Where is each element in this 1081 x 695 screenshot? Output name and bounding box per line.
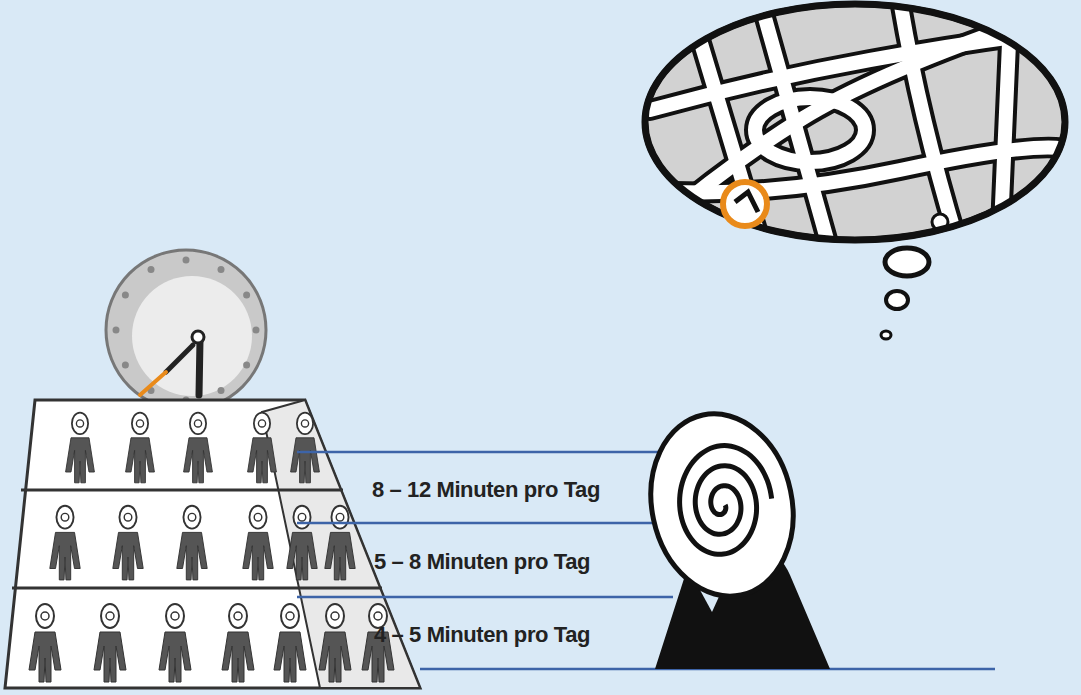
time-label: 5 – 8 Minuten pro Tag [374, 549, 590, 575]
person-figure [248, 413, 277, 483]
person-figure [184, 413, 213, 483]
people-pyramid [5, 400, 420, 688]
person-figure [126, 413, 155, 483]
person-figure [291, 413, 320, 483]
clock-dot [148, 266, 155, 273]
clock-dot [218, 387, 225, 394]
person-figure [159, 604, 191, 682]
level-lines [297, 452, 995, 669]
person-figure [66, 413, 95, 483]
person-figure [29, 604, 61, 682]
person-figure [319, 604, 351, 682]
clock-dot [113, 327, 120, 334]
time-label: 4 – 5 Minuten pro Tag [374, 622, 590, 648]
clock-dot [183, 257, 190, 264]
person-figure [287, 506, 317, 580]
clock-dot [218, 266, 225, 273]
person-figure [94, 604, 126, 682]
person-figure [113, 506, 143, 580]
time-label: 8 – 12 Minuten pro Tag [372, 477, 600, 503]
clock-dot [253, 327, 260, 334]
person-figure [177, 506, 207, 580]
clock [106, 250, 266, 410]
thought-bubble [640, 0, 1070, 339]
person-figure [222, 604, 254, 682]
clock-dot [122, 362, 129, 369]
clock-dot [243, 292, 250, 299]
thinking-person [634, 400, 830, 669]
person-figure [274, 604, 306, 682]
clock-dot [122, 292, 129, 299]
clock-dot [243, 362, 250, 369]
person-figure [243, 506, 273, 580]
person-figure [325, 506, 355, 580]
person-figure [50, 506, 80, 580]
